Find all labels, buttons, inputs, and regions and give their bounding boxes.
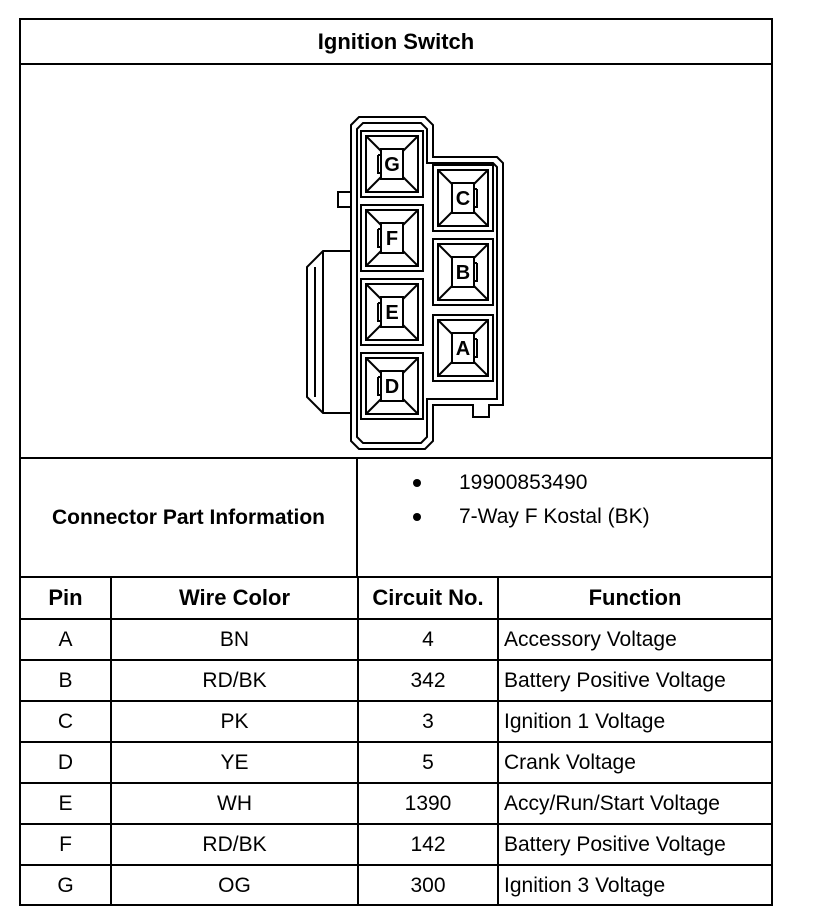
- bullet-icon: [413, 479, 421, 487]
- header-function: Function: [497, 578, 771, 620]
- circuit-cell: 300: [357, 864, 499, 906]
- circuit-cell: 342: [357, 659, 499, 702]
- connector-description: 7-Way F Kostal (BK): [459, 505, 650, 528]
- function-cell: Battery Positive Voltage: [497, 823, 771, 866]
- part-number: 19900853490: [459, 471, 588, 494]
- cavity-label-f: F: [386, 228, 398, 250]
- function-cell: Crank Voltage: [497, 741, 771, 784]
- function-cell: Ignition 3 Voltage: [497, 864, 771, 906]
- circuit-cell: 1390: [357, 782, 499, 825]
- cavity-label-b: B: [456, 262, 470, 284]
- wire-color-cell: WH: [110, 782, 359, 825]
- connector-diagram: G F E D C B A: [21, 65, 771, 459]
- pin-cell: D: [21, 741, 112, 784]
- sheet-title: Ignition Switch: [21, 20, 771, 65]
- table-row: B RD/BK 342 Battery Positive Voltage: [21, 659, 771, 702]
- wire-color-cell: RD/BK: [110, 659, 359, 702]
- pin-table-header: Pin Wire Color Circuit No. Function: [21, 578, 771, 620]
- cavity-group-right: [432, 164, 494, 382]
- cavity-label-d: D: [385, 376, 399, 398]
- pin-cell: B: [21, 659, 112, 702]
- cavity-label-g: G: [384, 154, 400, 176]
- pin-cell: F: [21, 823, 112, 866]
- header-wire-color: Wire Color: [110, 578, 359, 620]
- circuit-cell: 4: [357, 618, 499, 661]
- table-row: A BN 4 Accessory Voltage: [21, 618, 771, 661]
- wire-color-cell: YE: [110, 741, 359, 784]
- circuit-cell: 142: [357, 823, 499, 866]
- table-row: D YE 5 Crank Voltage: [21, 741, 771, 784]
- pin-table: Pin Wire Color Circuit No. Function A BN…: [21, 578, 771, 906]
- wire-color-cell: BN: [110, 618, 359, 661]
- pin-cell: C: [21, 700, 112, 743]
- cavity-label-c: C: [456, 188, 470, 210]
- table-row: E WH 1390 Accy/Run/Start Voltage: [21, 782, 771, 825]
- wire-color-cell: RD/BK: [110, 823, 359, 866]
- wire-color-cell: OG: [110, 864, 359, 906]
- circuit-cell: 3: [357, 700, 499, 743]
- header-pin: Pin: [21, 578, 112, 620]
- function-cell: Battery Positive Voltage: [497, 659, 771, 702]
- connector-part-information-label: Connector Part Information: [21, 459, 358, 576]
- connector-face-drawing: G F E D C B A: [306, 116, 504, 450]
- connector-sheet: Ignition Switch: [19, 18, 773, 906]
- part-info-item: 7-Way F Kostal (BK): [413, 505, 650, 529]
- function-cell: Ignition 1 Voltage: [497, 700, 771, 743]
- part-info-item: 19900853490: [413, 471, 587, 495]
- pin-cell: G: [21, 864, 112, 906]
- table-row: F RD/BK 142 Battery Positive Voltage: [21, 823, 771, 866]
- function-cell: Accy/Run/Start Voltage: [497, 782, 771, 825]
- function-cell: Accessory Voltage: [497, 618, 771, 661]
- pin-cell: E: [21, 782, 112, 825]
- cavity-label-e: E: [385, 302, 398, 324]
- connector-part-information-list: 19900853490 7-Way F Kostal (BK): [358, 459, 771, 576]
- table-row: G OG 300 Ignition 3 Voltage: [21, 864, 771, 906]
- connector-part-information: Connector Part Information 19900853490 7…: [21, 459, 771, 578]
- circuit-cell: 5: [357, 741, 499, 784]
- bullet-icon: [413, 513, 421, 521]
- pin-cell: A: [21, 618, 112, 661]
- cavity-group-left: [360, 130, 424, 420]
- cavity-label-a: A: [456, 338, 470, 360]
- table-row: C PK 3 Ignition 1 Voltage: [21, 700, 771, 743]
- header-circuit-no: Circuit No.: [357, 578, 499, 620]
- wire-color-cell: PK: [110, 700, 359, 743]
